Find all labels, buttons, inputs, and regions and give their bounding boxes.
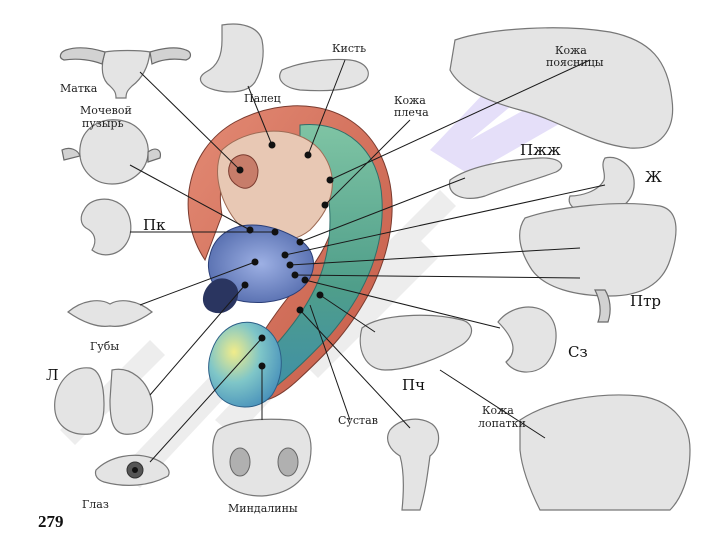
- ear: [187, 105, 393, 408]
- label-glaz: Глаз: [82, 498, 109, 511]
- label-kozha-plecha-2: плеча: [394, 106, 429, 119]
- lips-illustration: [67, 300, 153, 327]
- labels: Матка Палец Кисть Кожа поясницы Мочевой …: [38, 42, 662, 531]
- kidney-illustration: [80, 198, 132, 256]
- lungs-illustration: [54, 367, 154, 435]
- label-pch: Пч: [402, 376, 425, 394]
- ear-canal: [202, 278, 239, 314]
- lower-back-illustration: [449, 27, 674, 149]
- foot-illustration: [199, 23, 264, 93]
- acupoint-dots: [236, 141, 334, 370]
- label-mochevoy-2: пузырь: [82, 117, 124, 130]
- eye-illustration: [94, 454, 170, 486]
- label-pk: Пк: [143, 216, 166, 234]
- ear-fossa: [217, 130, 333, 242]
- label-kozha-lopatki-2: лопатки: [478, 417, 526, 430]
- label-kist: Кисть: [332, 42, 366, 55]
- hand-illustration: [279, 58, 369, 92]
- label-kozha-poyasnitsy-1: Кожа: [555, 44, 587, 57]
- label-mochevoy-1: Мочевой: [80, 104, 132, 117]
- bladder-illustration: [61, 119, 161, 185]
- ear-lobe: [208, 321, 282, 408]
- label-guby: Губы: [90, 340, 119, 353]
- label-mindaliny: Миндалины: [228, 502, 298, 515]
- intestine-illustration: [519, 203, 677, 323]
- label-l: Л: [46, 366, 59, 384]
- label-pzh: Пжж: [520, 141, 561, 159]
- uterus-illustration: [59, 47, 192, 99]
- liver-illustration: [359, 314, 473, 371]
- ear-tragus-shadow: [228, 154, 259, 189]
- shoulder-blade-illustration: [519, 394, 691, 511]
- label-kozha-plecha-1: Кожа: [394, 94, 426, 107]
- page-number: 279: [38, 512, 64, 531]
- label-palets: Палец: [244, 92, 281, 105]
- spleen-illustration: [497, 306, 557, 373]
- label-sustav: Сустав: [338, 414, 378, 427]
- label-matka: Матка: [60, 82, 98, 95]
- tonsils-illustration: [212, 418, 312, 497]
- leader-lines: [129, 59, 606, 463]
- label-kozha-lopatki-1: Кожа: [482, 404, 514, 417]
- label-kozha-poyasnitsy-2: поясницы: [546, 56, 604, 69]
- label-zh: Ж: [645, 168, 662, 186]
- pancreas-illustration: [448, 157, 563, 199]
- shoulder-joint-illustration: [387, 418, 440, 511]
- ear-concha: [207, 224, 314, 303]
- label-ptr: Птр: [630, 292, 661, 310]
- label-sz: Сз: [568, 343, 588, 361]
